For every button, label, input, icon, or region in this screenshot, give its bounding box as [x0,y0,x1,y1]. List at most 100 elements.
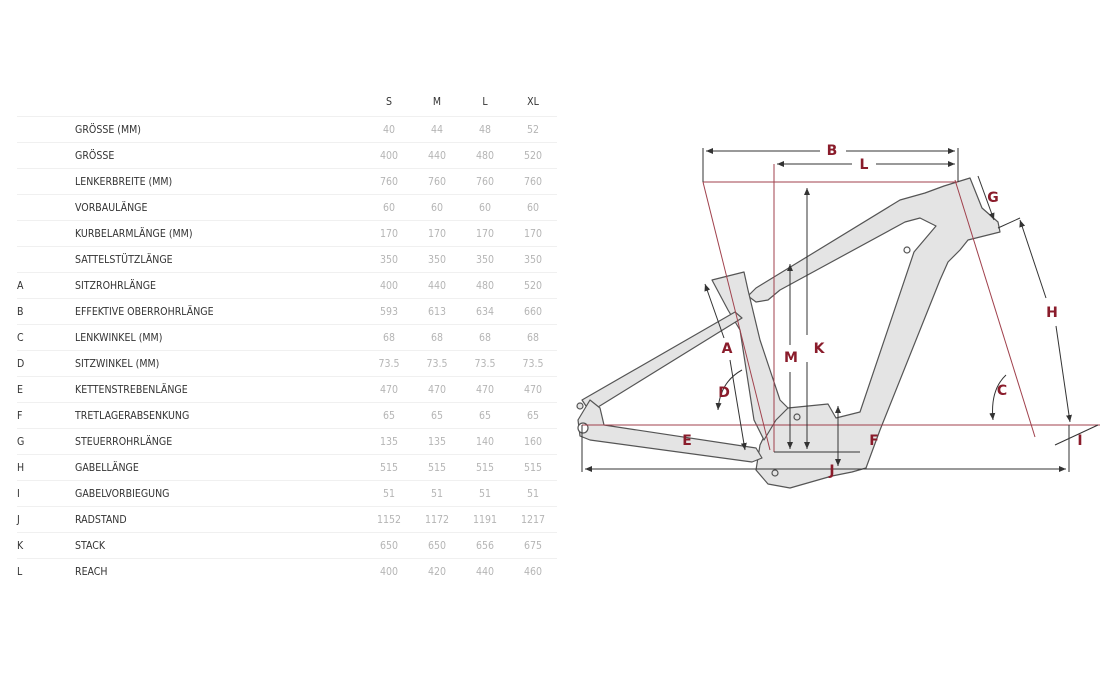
row-label: SATTELSTÜTZLÄNGE [75,246,365,273]
value-s: 60 [365,194,413,221]
value-s: 1152 [365,506,413,533]
row-letter: J [17,506,75,533]
row-label: SITZWINKEL (MM) [75,350,365,377]
row-label: TRETLAGERABSENKUNG [75,402,365,429]
row-letter: C [17,324,75,351]
value-xl: 68 [509,324,557,351]
value-m: 135 [413,428,461,455]
label-d: D [718,385,730,401]
row-letter [17,246,75,273]
size-header-l: L [482,96,488,108]
value-s: 350 [365,246,413,273]
row-letter [17,142,75,169]
value-xl: 515 [509,454,557,481]
row-letter [17,168,75,195]
label-j: J [828,463,834,479]
value-s: 135 [365,428,413,455]
value-xl: 52 [509,116,557,143]
value-l: 68 [461,324,509,351]
value-xl: 660 [509,298,557,325]
row-label: GABELVORBIEGUNG [75,480,365,507]
row-label: KETTENSTREBENLÄNGE [75,376,365,403]
row-letter: D [17,350,75,377]
value-m: 60 [413,194,461,221]
row-label: KURBELARMLÄNGE (MM) [75,220,365,247]
label-h: H [1046,305,1058,321]
label-e: E [682,433,692,449]
row-label: STEUERROHRLÄNGE [75,428,365,455]
value-s: 593 [365,298,413,325]
dimension-labels: B L A M K G H C D E F I J [682,143,1082,479]
label-k: K [814,341,826,357]
label-g: G [987,190,999,206]
value-l: 440 [461,558,509,584]
value-l: 1191 [461,506,509,533]
value-s: 40 [365,116,413,143]
value-l: 51 [461,480,509,507]
value-xl: 160 [509,428,557,455]
value-m: 68 [413,324,461,351]
value-l: 60 [461,194,509,221]
row-letter: H [17,454,75,481]
label-m: M [784,350,798,366]
value-l: 73.5 [461,350,509,377]
value-xl: 470 [509,376,557,403]
row-label: GRÖSSE [75,142,365,169]
size-header-s: S [386,96,392,108]
value-m: 350 [413,246,461,273]
row-label: VORBAULÄNGE [75,194,365,221]
value-m: 420 [413,558,461,584]
value-xl: 60 [509,194,557,221]
row-letter: F [17,402,75,429]
value-s: 650 [365,532,413,559]
value-m: 515 [413,454,461,481]
value-xl: 73.5 [509,350,557,377]
frame-shape [576,177,1001,489]
value-l: 48 [461,116,509,143]
value-l: 140 [461,428,509,455]
value-s: 73.5 [365,350,413,377]
label-i: I [1077,433,1082,449]
value-m: 760 [413,168,461,195]
value-xl: 520 [509,272,557,299]
value-m: 73.5 [413,350,461,377]
value-s: 470 [365,376,413,403]
value-l: 350 [461,246,509,273]
size-header-xl: XL [527,96,539,108]
value-l: 656 [461,532,509,559]
row-label: GABELLÄNGE [75,454,365,481]
value-xl: 520 [509,142,557,169]
value-s: 170 [365,220,413,247]
value-m: 44 [413,116,461,143]
table-header-row: S M L XL [17,88,557,117]
value-xl: 760 [509,168,557,195]
row-letter: B [17,298,75,325]
value-l: 480 [461,142,509,169]
row-letter: I [17,480,75,507]
value-s: 51 [365,480,413,507]
row-label: SITZROHRLÄNGE [75,272,365,299]
value-s: 65 [365,402,413,429]
value-xl: 1217 [509,506,557,533]
row-letter [17,116,75,143]
row-letter: A [17,272,75,299]
row-label: EFFEKTIVE OBERROHRLÄNGE [75,298,365,325]
value-m: 650 [413,532,461,559]
value-xl: 65 [509,402,557,429]
value-m: 440 [413,142,461,169]
value-m: 51 [413,480,461,507]
value-xl: 675 [509,532,557,559]
